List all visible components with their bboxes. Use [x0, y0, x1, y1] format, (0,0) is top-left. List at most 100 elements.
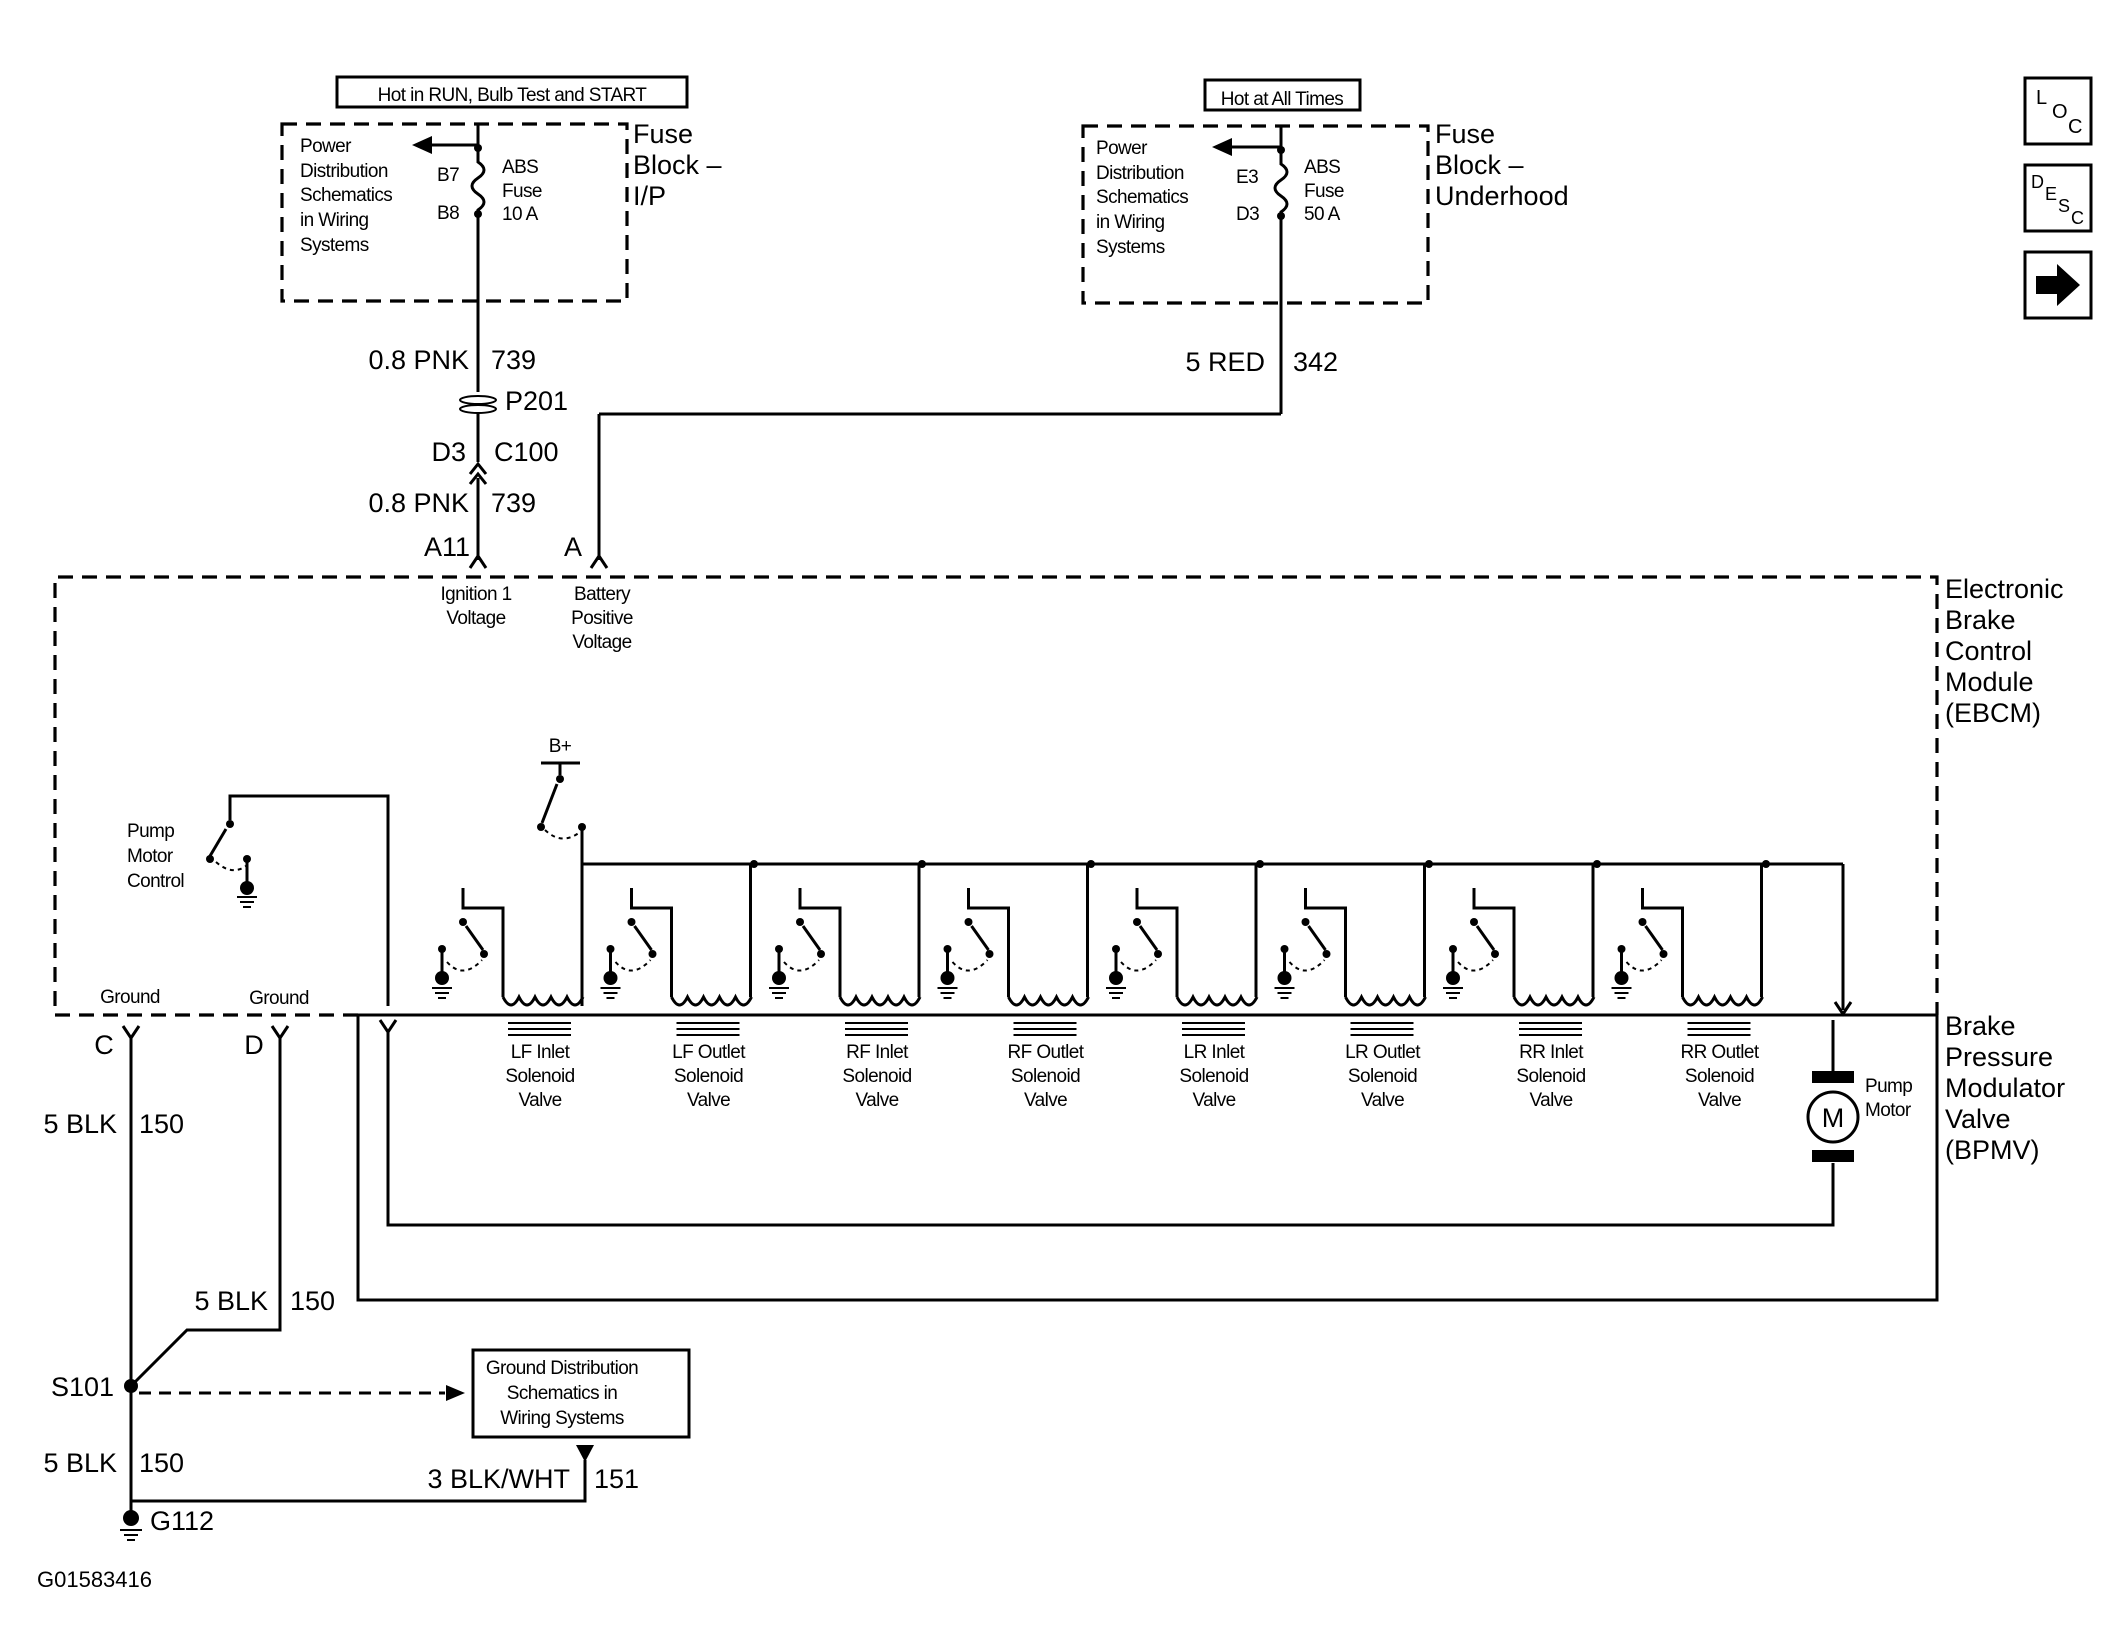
pump-motor-control-label: Motor: [127, 846, 174, 867]
solenoid-coil-icon: [501, 993, 585, 1007]
ground-label-c: Ground: [100, 987, 160, 1008]
bus-junction-dot: [1593, 860, 1601, 868]
ground-icon: [603, 971, 618, 985]
solenoid-valve-label: Valve: [1529, 1090, 1572, 1111]
ebcm-name: (EBCM): [1945, 698, 2041, 728]
pin-a-connector-icon: [589, 553, 609, 569]
bus-junction-dot: [1762, 860, 1770, 868]
wire-150-d: [129, 1036, 282, 1388]
bpmv-module: Brake Pressure Modulator Valve (BPMV) M …: [356, 1001, 2065, 1302]
wire-circuit: 739: [491, 345, 536, 375]
power-dist-line: Systems: [1096, 237, 1165, 258]
pump-motor-control-label: Control: [127, 871, 184, 892]
motor-symbol: M: [1822, 1103, 1845, 1133]
solenoid-valve-driver: [600, 864, 753, 1007]
pin-a11: A11: [424, 532, 470, 562]
fuse-block-name: Fuse: [1435, 119, 1495, 149]
solenoid-valve-label: RF Outlet: [1008, 1042, 1085, 1063]
figure-id: G01583416: [37, 1567, 152, 1592]
pump-control-wire: [228, 794, 390, 1006]
fuse-block-underhood: Hot at All Times Power Distribution Sche…: [1081, 78, 1569, 305]
bpmv-name: Brake: [1945, 1011, 2016, 1041]
wire-circuit: 150: [139, 1109, 184, 1139]
wire-size-color: 0.8 PNK: [368, 345, 469, 375]
pin-a11-connector-icon: [468, 553, 488, 569]
connector-p201: P201: [505, 386, 568, 416]
loc-letter: L: [2036, 87, 2047, 109]
ground-distribution-box: [471, 1348, 691, 1439]
fuse-label: 50 A: [1304, 204, 1341, 225]
solenoid-valve-driver: [1274, 864, 1427, 1007]
fuse-50a-icon: [1273, 150, 1289, 216]
desc-letter: E: [2045, 184, 2057, 204]
wire-circuit: 342: [1293, 347, 1338, 377]
solenoid-valve-driver: [937, 864, 1090, 1007]
wire-size-color: 5 BLK: [194, 1286, 268, 1316]
fuse-block-name: Block –: [1435, 150, 1524, 180]
pin-a: A: [564, 532, 582, 562]
driver-switch-icon: [801, 925, 822, 951]
ground-g112-icon: [123, 1510, 139, 1526]
solenoid-valve-driver: [769, 864, 922, 1007]
next-button[interactable]: [2023, 250, 2093, 320]
power-dist-line: Power: [300, 136, 352, 157]
ignition-voltage-label: Ignition 1: [440, 584, 511, 605]
ground-g112: G112: [150, 1506, 214, 1536]
wire-circuit: 150: [139, 1448, 184, 1478]
solenoid-valve-label: Solenoid: [1348, 1066, 1417, 1087]
loc-button[interactable]: L O C: [2023, 76, 2093, 146]
ground-icon: [1109, 971, 1123, 985]
solenoid-valve-label: Solenoid: [1011, 1066, 1080, 1087]
pin-d3: D3: [1236, 204, 1259, 225]
desc-button[interactable]: D E S C: [2023, 163, 2093, 233]
solenoid-coil-icon: [1175, 993, 1259, 1007]
hot-in-run-header: Hot in RUN, Bulb Test and START: [378, 85, 648, 106]
solenoid-valve-label: LR Outlet: [1345, 1042, 1421, 1063]
solenoid-valve-label: Solenoid: [505, 1066, 574, 1087]
wire-size-color: 5 BLK: [43, 1109, 117, 1139]
fuse-block-ip-outline: [280, 122, 629, 303]
ground-wiring: C D 5 BLK 150 5 BLK 150 S101 Ground Dist…: [43, 1025, 691, 1541]
bplus-label: B+: [549, 736, 572, 757]
ebcm-module: Electronic Brake Control Module (EBCM) I…: [53, 574, 2064, 1017]
solenoid-valve-label: Valve: [1698, 1090, 1741, 1111]
power-dist-line: Systems: [300, 235, 369, 256]
solenoid-valve-label: Valve: [1361, 1090, 1404, 1111]
solenoid-valve-label: Solenoid: [1685, 1066, 1754, 1087]
ebcm-name: Brake: [1945, 605, 2016, 635]
splice-s101-icon: [124, 1379, 138, 1393]
bpmv-name: (BPMV): [1945, 1135, 2040, 1165]
pin-b8: B8: [437, 203, 459, 224]
wire-size-color: 0.8 PNK: [368, 488, 469, 518]
solenoid-valve-label: RR Inlet: [1519, 1042, 1584, 1063]
pin-c: C: [94, 1030, 114, 1060]
power-dist-line: Distribution: [300, 161, 388, 182]
motor-icon: [1806, 1090, 1860, 1144]
pump-motor-label: Motor: [1865, 1100, 1912, 1121]
c100-connector-icon: [468, 461, 488, 475]
wire-circuit: 151: [594, 1464, 639, 1494]
fuse-block-name: Underhood: [1435, 181, 1569, 211]
bpmv-outline: [356, 1013, 1939, 1302]
wire-circuit: 739: [491, 488, 536, 518]
ground-icon: [1614, 971, 1629, 985]
hot-in-run-header-box: [335, 75, 689, 109]
power-dist-line: in Wiring: [1096, 212, 1165, 233]
bpmv-name: Valve: [1945, 1104, 2011, 1134]
solenoid-coil-icon: [1344, 993, 1427, 1007]
fuse-label: ABS: [1304, 157, 1340, 178]
wire-size-color: 5 RED: [1185, 347, 1265, 377]
ground-icon: [1277, 971, 1292, 985]
battery-voltage-label: Battery: [574, 584, 631, 605]
pin-d: D: [244, 1030, 264, 1060]
driver-switch-icon: [1307, 925, 1327, 951]
solenoid-coil-icon: [838, 993, 922, 1007]
power-feed-wiring: 0.8 PNK 739 P201 D3 C100 0.8 PNK 739 A11…: [368, 214, 1338, 569]
solenoid-valve-label: Valve: [1024, 1090, 1067, 1111]
solenoid-valve-driver: [432, 888, 585, 1007]
solenoid-coil-icon: [1512, 993, 1596, 1007]
power-dist-line: in Wiring: [300, 210, 369, 231]
